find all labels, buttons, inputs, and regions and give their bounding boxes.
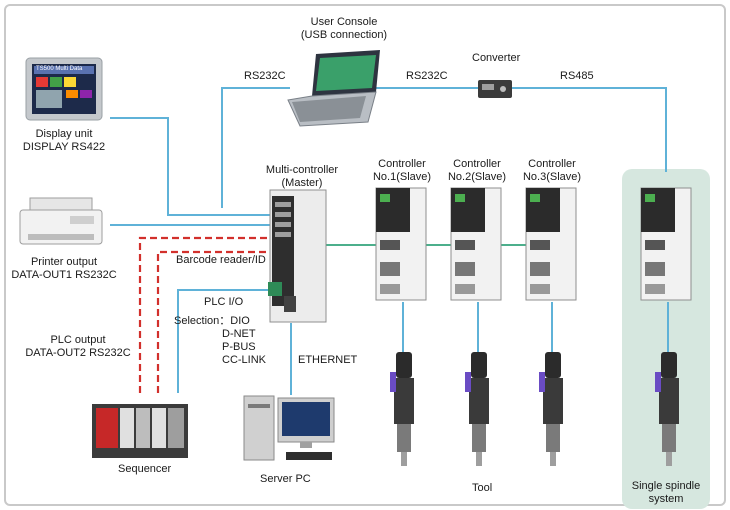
- rs232c-console-line: [221, 87, 290, 208]
- plc-output-dashed-line: [138, 236, 275, 393]
- selection-cclink: CC-LINK: [222, 354, 267, 366]
- tool-2-icon: [465, 352, 489, 466]
- ethernet-label: ETHERNET: [298, 354, 358, 366]
- controller-1-label: Controller No.1(Slave): [372, 158, 432, 183]
- selection-dnet: D-NET: [222, 328, 256, 340]
- controller-1-icon: [375, 187, 427, 301]
- multi-controller-label: Multi-controller (Master): [265, 164, 339, 189]
- controller-2-icon: [450, 187, 502, 301]
- sequencer-label: Sequencer: [118, 463, 172, 475]
- barcode-label: Barcode reader/ID: [176, 254, 266, 266]
- tool-label: Tool: [472, 482, 493, 494]
- controller-2-label: Controller No.2(Slave): [447, 158, 507, 183]
- server-pc-icon: [243, 395, 335, 461]
- selection-label: Selection：DIO: [174, 315, 250, 327]
- printer-icon: [19, 197, 103, 245]
- diagram-frame: [4, 4, 726, 506]
- converter-label: Converter: [472, 52, 521, 64]
- rs232c-left-label: RS232C: [244, 70, 286, 82]
- selection-pbus: P-BUS: [222, 341, 256, 353]
- display-unit-label: Display unit DISPLAY RS422: [22, 128, 106, 153]
- server-pc-label: Server PC: [260, 473, 311, 485]
- printer-label: Printer output DATA-OUT1 RS232C: [11, 256, 117, 281]
- tool-3-icon: [539, 352, 563, 466]
- multi-controller-icon: [268, 189, 327, 323]
- display-unit-icon: [25, 57, 103, 121]
- barcode-dashed-line: [156, 250, 275, 393]
- single-spindle-label: Single spindle system: [631, 480, 701, 505]
- controller-single-icon: [640, 187, 692, 301]
- tool-single-icon: [655, 352, 679, 466]
- user-console-label: User Console (USB connection): [300, 16, 388, 41]
- laptop-icon: [287, 50, 380, 127]
- controller-3-icon: [525, 187, 577, 301]
- display-screen-text: TS500 Multi Data: [36, 66, 83, 72]
- plc-output-label: PLC output DATA-OUT2 RS232C: [25, 334, 131, 359]
- sequencer-icon: [92, 404, 188, 458]
- display-unit-line: [110, 117, 275, 216]
- rs485-label: RS485: [560, 70, 594, 82]
- tool-1-icon: [390, 352, 414, 466]
- plc-io-line: [177, 289, 270, 393]
- plc-io-label: PLC I/O: [204, 296, 244, 308]
- rs232c-mid-label: RS232C: [406, 70, 448, 82]
- controller-3-label: Controller No.3(Slave): [522, 158, 582, 183]
- converter-icon: [478, 80, 512, 98]
- rs485-line: [512, 87, 667, 172]
